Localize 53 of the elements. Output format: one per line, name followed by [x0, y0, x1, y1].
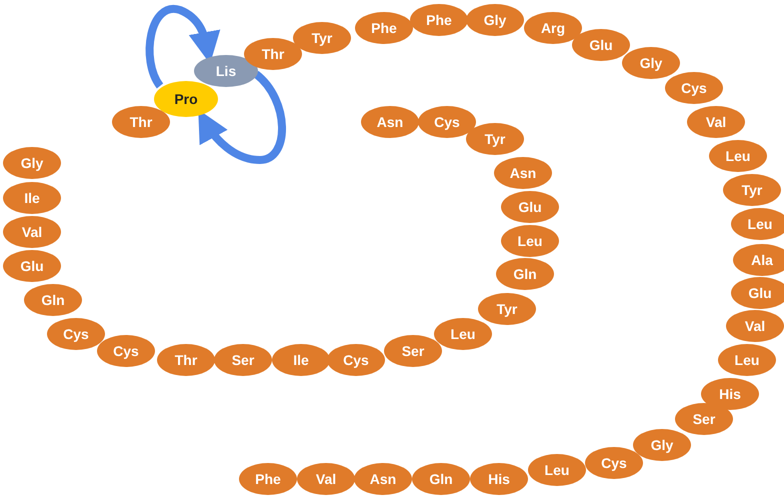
residue-oval: Cys	[585, 447, 643, 479]
residue-oval: Tyr	[723, 174, 781, 206]
residue-oval: Tyr	[293, 22, 351, 54]
curved-arrow	[198, 71, 286, 164]
residue-oval: Gly	[466, 4, 524, 36]
residue-oval: Asn	[494, 157, 552, 189]
residue-oval: Ser	[675, 403, 733, 435]
residue-oval: Val	[726, 310, 784, 342]
residue-oval: Leu	[528, 454, 586, 486]
residue-oval: Leu	[709, 140, 767, 172]
residue-oval: Glu	[572, 29, 630, 61]
residue-oval: Lis	[194, 55, 258, 87]
residue-oval: Pro	[154, 81, 218, 117]
residue-oval: Cys	[97, 335, 155, 367]
curved-arrow	[146, 5, 220, 88]
residue-oval: Cys	[665, 72, 723, 104]
residue-oval: Tyr	[478, 293, 536, 325]
residue-oval: Leu	[718, 344, 776, 376]
residue-oval: Glu	[3, 250, 61, 282]
residue-oval: Ile	[272, 344, 330, 376]
residue-oval: Gln	[496, 258, 554, 290]
residue-oval: Gly	[633, 429, 691, 461]
residue-oval: Val	[3, 216, 61, 248]
residue-oval: Arg	[524, 12, 582, 44]
residue-oval: His	[470, 463, 528, 495]
residue-oval: Ser	[214, 344, 272, 376]
residue-oval: Gly	[3, 147, 61, 179]
residue-oval: Asn	[361, 106, 419, 138]
residue-oval: Glu	[731, 277, 784, 309]
residue-oval: Gln	[412, 463, 470, 495]
residue-oval: Glu	[501, 191, 559, 223]
residue-oval: Cys	[418, 106, 476, 138]
residue-oval: Cys	[47, 318, 105, 350]
residue-oval: Leu	[501, 225, 559, 257]
residue-oval: Leu	[434, 318, 492, 350]
residue-oval: Val	[687, 106, 745, 138]
residue-oval: Phe	[355, 12, 413, 44]
residue-oval: Ser	[384, 335, 442, 367]
residue-oval: Val	[297, 463, 355, 495]
residue-oval: Gly	[622, 47, 680, 79]
residue-oval: Leu	[731, 208, 784, 240]
residue-oval: Thr	[112, 106, 170, 138]
residue-oval: His	[701, 378, 759, 410]
residue-oval: Gln	[24, 284, 82, 316]
residue-oval: Phe	[410, 4, 468, 36]
residue-oval: Thr	[157, 344, 215, 376]
residue-oval: Asn	[354, 463, 412, 495]
residue-oval: Cys	[327, 344, 385, 376]
residue-oval: Thr	[244, 38, 302, 70]
residue-oval: Ala	[733, 244, 784, 276]
residue-oval: Ile	[3, 182, 61, 214]
residue-oval: Tyr	[466, 123, 524, 155]
residue-oval: Phe	[239, 463, 297, 495]
